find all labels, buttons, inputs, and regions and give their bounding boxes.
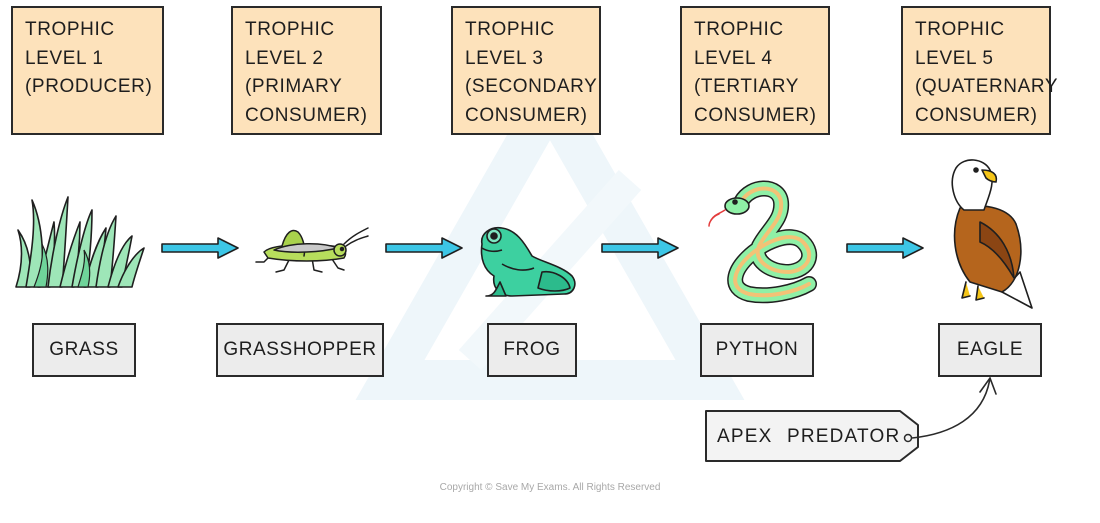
organism-label-python: PYTHON <box>700 323 814 377</box>
trophic-level-5-box: TROPHIC LEVEL 5 (QUATERNARY CONSUMER) <box>901 6 1058 135</box>
arrow-right-icon <box>161 237 239 259</box>
copyright-notice: Copyright © Save My Exams. All Rights Re… <box>439 482 661 493</box>
trophic-level-1-box: TROPHIC LEVEL 1 (PRODUCER) <box>11 6 164 135</box>
python-icon <box>708 180 818 304</box>
arrow-right-icon <box>601 237 679 259</box>
organism-label-grasshopper: GRASSHOPPER <box>216 323 384 377</box>
apex-pointer-arrow <box>911 377 991 439</box>
apex-predator-label: APEX PREDATOR <box>717 426 901 447</box>
arrow-right-icon <box>846 237 924 259</box>
grasshopper-icon <box>255 227 369 273</box>
frog-icon <box>480 226 576 297</box>
trophic-level-4-box: TROPHIC LEVEL 4 (TERTIARY CONSUMER) <box>680 6 830 135</box>
organism-label-frog: FROG <box>487 323 577 377</box>
arrow-right-icon <box>385 237 463 259</box>
trophic-level-2-box: TROPHIC LEVEL 2 (PRIMARY CONSUMER) <box>231 6 382 135</box>
organism-label-grass: GRASS <box>32 323 136 377</box>
grass-icon <box>15 196 145 288</box>
organism-label-eagle: EAGLE <box>938 323 1042 377</box>
eagle-icon <box>951 159 1033 309</box>
trophic-level-3-box: TROPHIC LEVEL 3 (SECONDARY CONSUMER) <box>451 6 601 135</box>
